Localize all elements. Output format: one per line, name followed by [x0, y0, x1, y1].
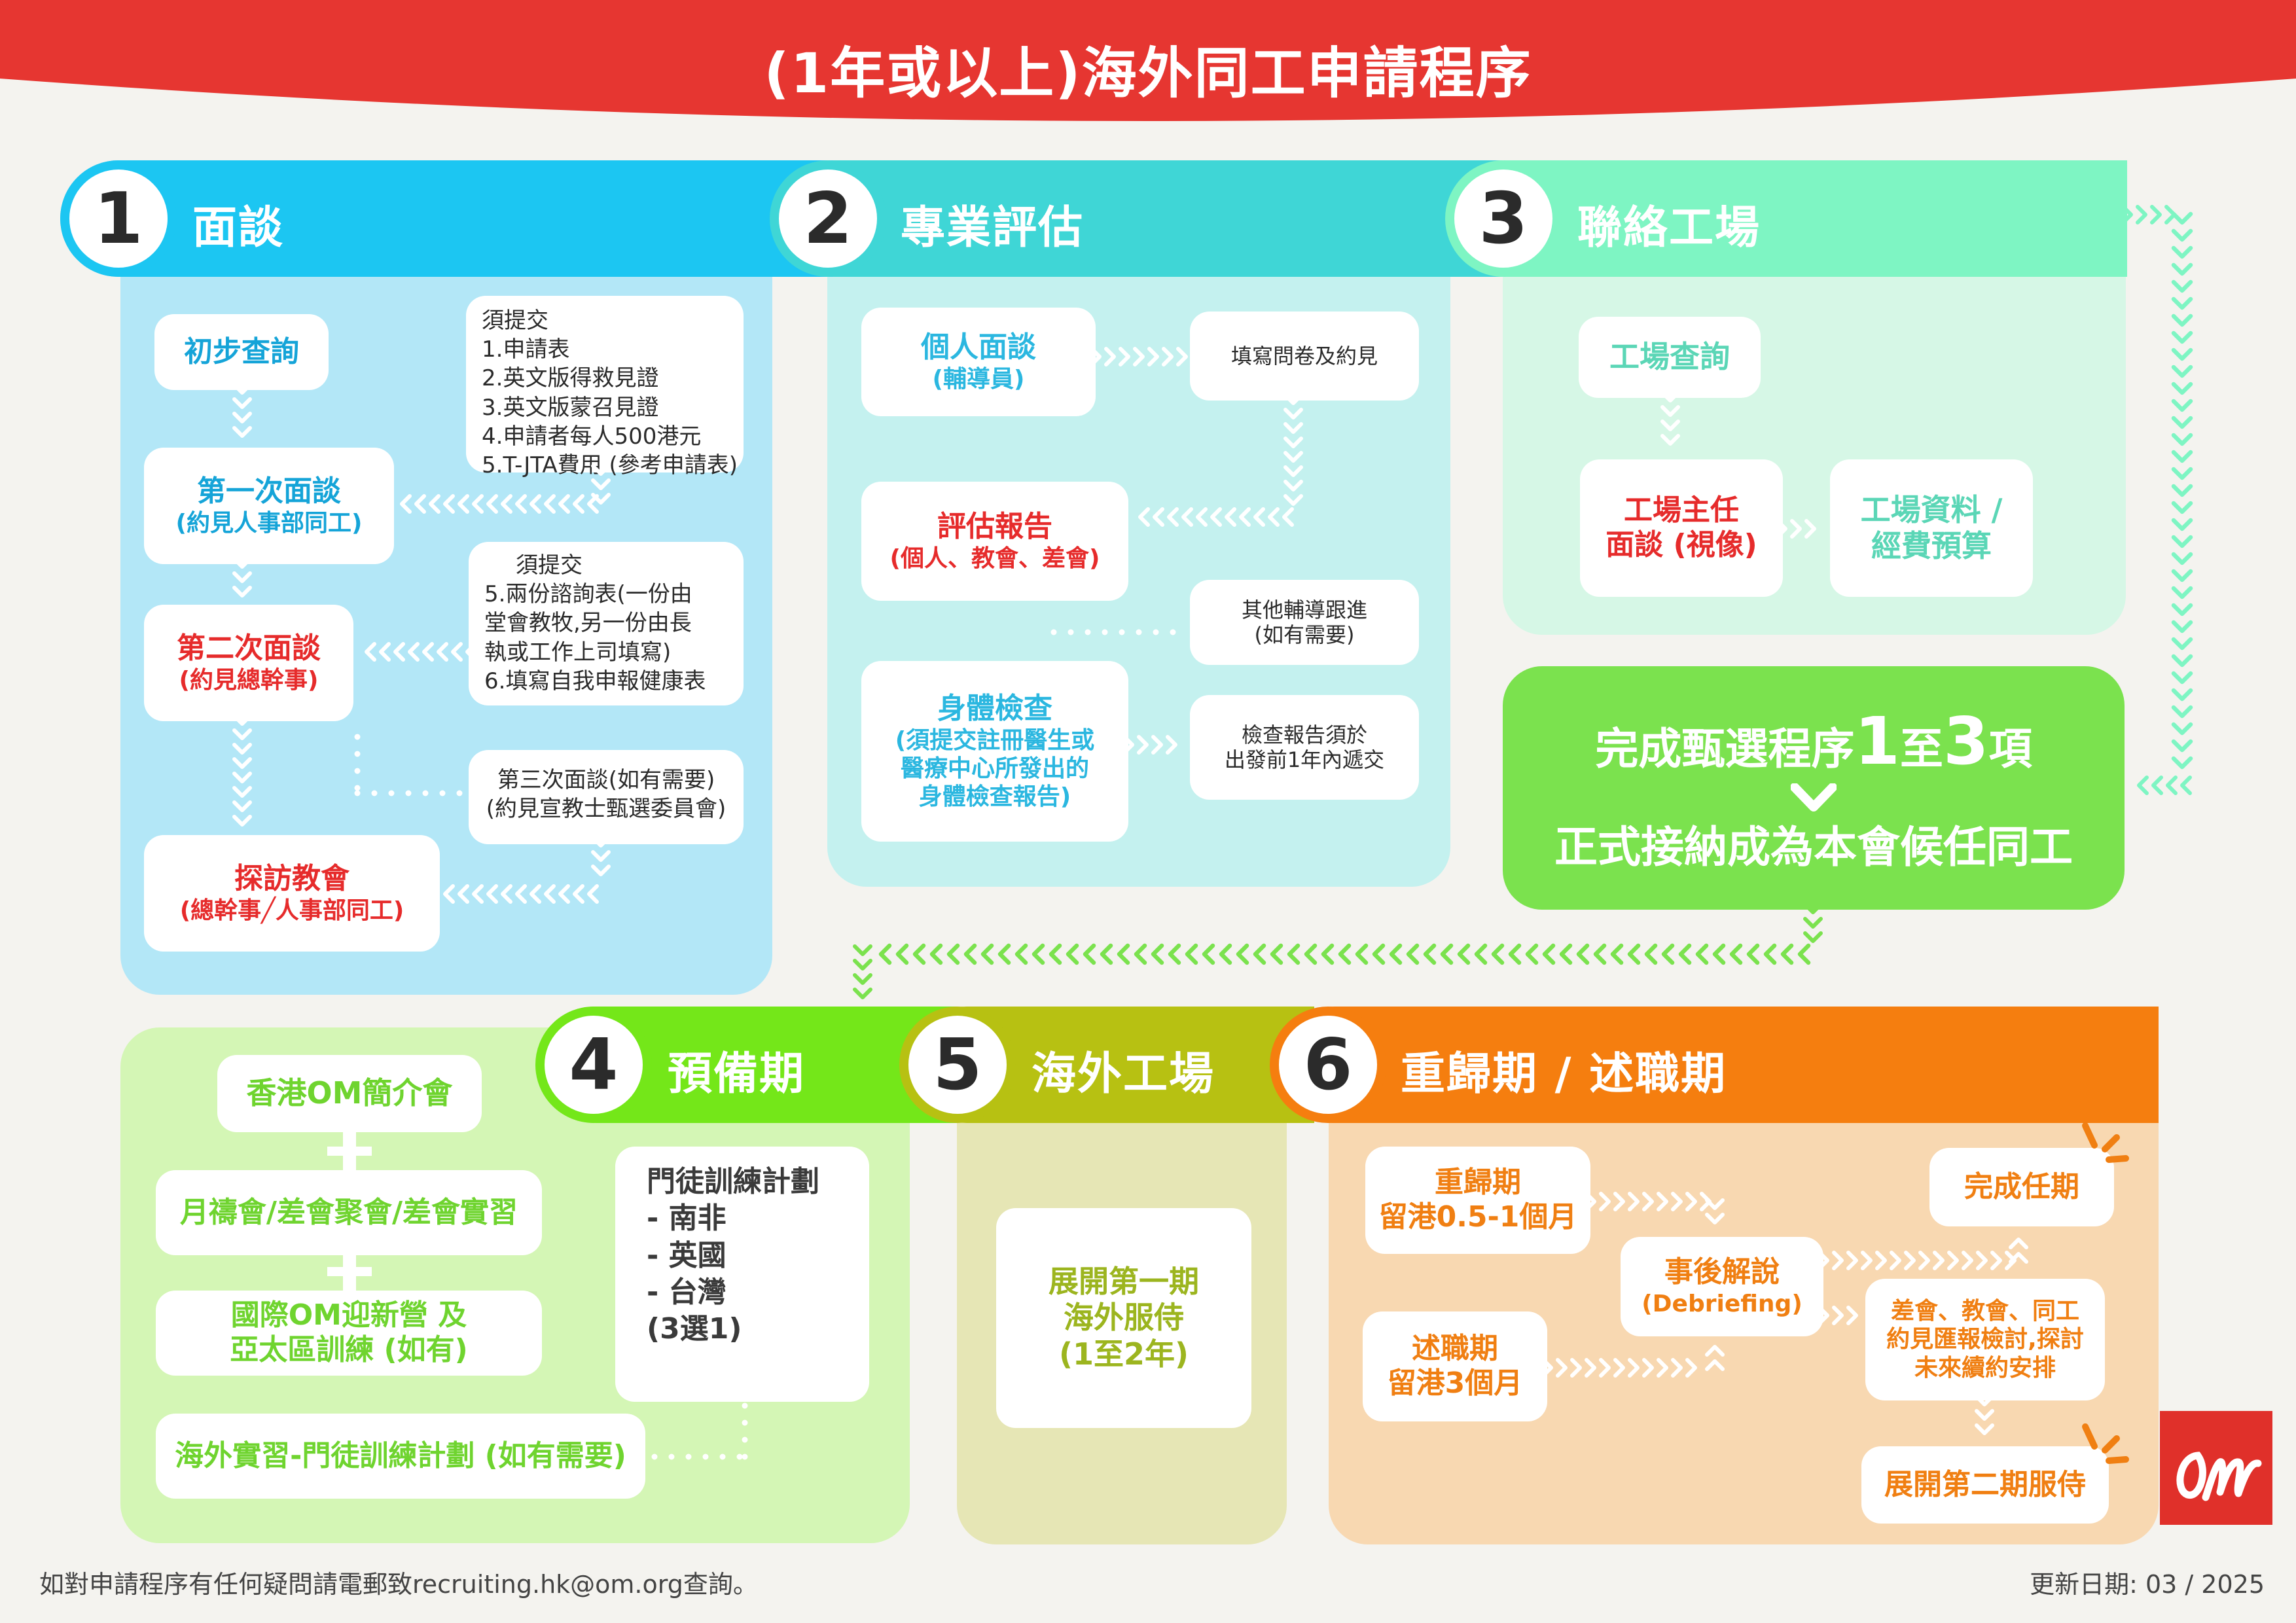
sparkle-icon [2082, 1122, 2129, 1163]
assessment-report-box: 評估報告 (個人、教會、差會) [861, 482, 1128, 601]
overseas-internship-box: 海外實習-門徒訓練計劃 (如有需要) [156, 1414, 645, 1499]
third-interview-note: 第三次面談(如有需要)(約見宣教士甄選委員會) [469, 750, 744, 844]
stage2-header [772, 160, 1505, 277]
arrow-right-down [2171, 211, 2193, 770]
field-director-box: 工場主任 面談 (視像) [1580, 459, 1783, 597]
stage1-title: 面談 [192, 202, 285, 254]
arrow-to-acceptance [2137, 776, 2192, 795]
arrow-second-to-visit [232, 714, 252, 827]
arrow-debrief-to-review [1818, 1306, 1858, 1325]
discipleship-options-box: 門徒訓練計劃- 南非 - 英國- 台灣 (3選1) [615, 1147, 869, 1402]
arrow-note3-to-visit [443, 884, 599, 904]
questionnaire-box: 填寫問卷及約見 [1190, 312, 1419, 401]
connector-1h [327, 1147, 372, 1156]
arrow-furlough-up [1705, 1345, 1725, 1371]
connector-2h [327, 1267, 372, 1276]
field-info-box: 工場資料 / 經費預算 [1830, 459, 2033, 597]
review-meeting-box: 差會、教會、同工 約見匯報檢討,探討 未來續約安排 [1865, 1279, 2105, 1400]
medical-note-box: 檢查報告須於 出發前1年內遞交 [1190, 695, 1419, 800]
arrow-medical-to-note [1122, 735, 1177, 755]
initial-enquiry-box: 初步查詢 [154, 314, 329, 390]
arrow-initial-to-first [232, 383, 252, 438]
arrow-return-right [1585, 1192, 1712, 1211]
stage2-title: 專業評估 [901, 202, 1085, 254]
hk-om-briefing-box: 香港OM簡介會 [217, 1055, 482, 1132]
stage3-title: 聯絡工場 [1577, 202, 1761, 254]
furlough-period-box: 述職期 留港3個月 [1363, 1311, 1547, 1421]
arrow-acceptance-down [1803, 902, 1823, 943]
arrow-enquiry-to-director [1660, 391, 1680, 446]
footer-update-date: 更新日期: 03 / 2025 [2030, 1570, 2265, 1599]
arrow-to-report [1138, 507, 1294, 527]
arrow-return-down [1705, 1198, 1725, 1224]
stage6-header [1276, 1007, 2159, 1123]
medical-check-box: 身體檢查 (須提交註冊醫生或 醫療中心所發出的 身體檢查報告) [861, 661, 1128, 842]
arrow-furlough-right [1541, 1358, 1697, 1378]
stage5-number: 5 [899, 1007, 1016, 1123]
title-banner [0, 0, 2296, 121]
first-term-service-box: 展開第一期 海外服侍 (1至2年) [996, 1208, 1251, 1428]
arrow-note3-down [591, 836, 611, 876]
arrow-director-to-info [1776, 519, 1816, 539]
personal-interview-box: 個人面談 (輔導員) [861, 308, 1096, 416]
arrow-note1-to-first [400, 494, 599, 514]
church-visit-box: 探訪教會 (總幹事╱人事部同工) [144, 835, 440, 952]
prayer-meeting-box: 月禱會/差會聚會/差會實習 [156, 1170, 542, 1255]
arrow-first-to-second [232, 557, 252, 597]
arrow-to-stage4 [878, 943, 1811, 965]
field-enquiry-box: 工場查詢 [1579, 317, 1761, 398]
arrow-note2-to-second [365, 642, 477, 662]
arrow-stage4-down [853, 944, 872, 999]
stage6-title: 重歸期 / 述職期 [1401, 1048, 1727, 1100]
stage5-title: 海外工場 [1031, 1048, 1215, 1100]
page-title: (1年或以上)海外同工申請程序 [764, 41, 1532, 105]
footer-contact-note: 如對申請程序有任何疑問請電郵致recruiting.hk@om.org查詢。 [39, 1570, 758, 1599]
orientation-camp-box: 國際OM迎新營 及 亞太區訓練 (如有) [156, 1291, 542, 1376]
sparkle-icon [2082, 1423, 2129, 1464]
arrow-stage3-right [2121, 205, 2176, 224]
other-followup-box: 其他輔導跟進 (如有需要) [1190, 580, 1419, 665]
second-term-box: 展開第二期服侍 [1861, 1446, 2109, 1524]
arrow-questionnaire-down [1283, 393, 1303, 506]
arrow-interview-to-questionnaire [1090, 347, 1188, 366]
first-interview-box: 第一次面談 (約見人事部同工) [144, 448, 394, 564]
arrow-up-complete [2009, 1238, 2028, 1264]
stage1-header [60, 160, 833, 277]
acceptance-box: 完成甄選程序1至3項 正式接納成為本會候任同工 [1503, 666, 2125, 910]
return-period-box: 重歸期 留港0.5-1個月 [1365, 1147, 1590, 1254]
second-interview-box: 第二次面談 (約見總幹事) [144, 605, 353, 721]
complete-term-box: 完成任期 [1929, 1148, 2114, 1226]
om-logo [2160, 1411, 2272, 1525]
stage4-title: 預備期 [668, 1048, 806, 1100]
arrow-debrief-to-complete [1818, 1251, 2017, 1270]
arrow-review-to-second [1975, 1395, 1994, 1435]
debriefing-box: 事後解說 (Debriefing) [1621, 1237, 1823, 1336]
chevron-down-icon [1790, 783, 1837, 815]
